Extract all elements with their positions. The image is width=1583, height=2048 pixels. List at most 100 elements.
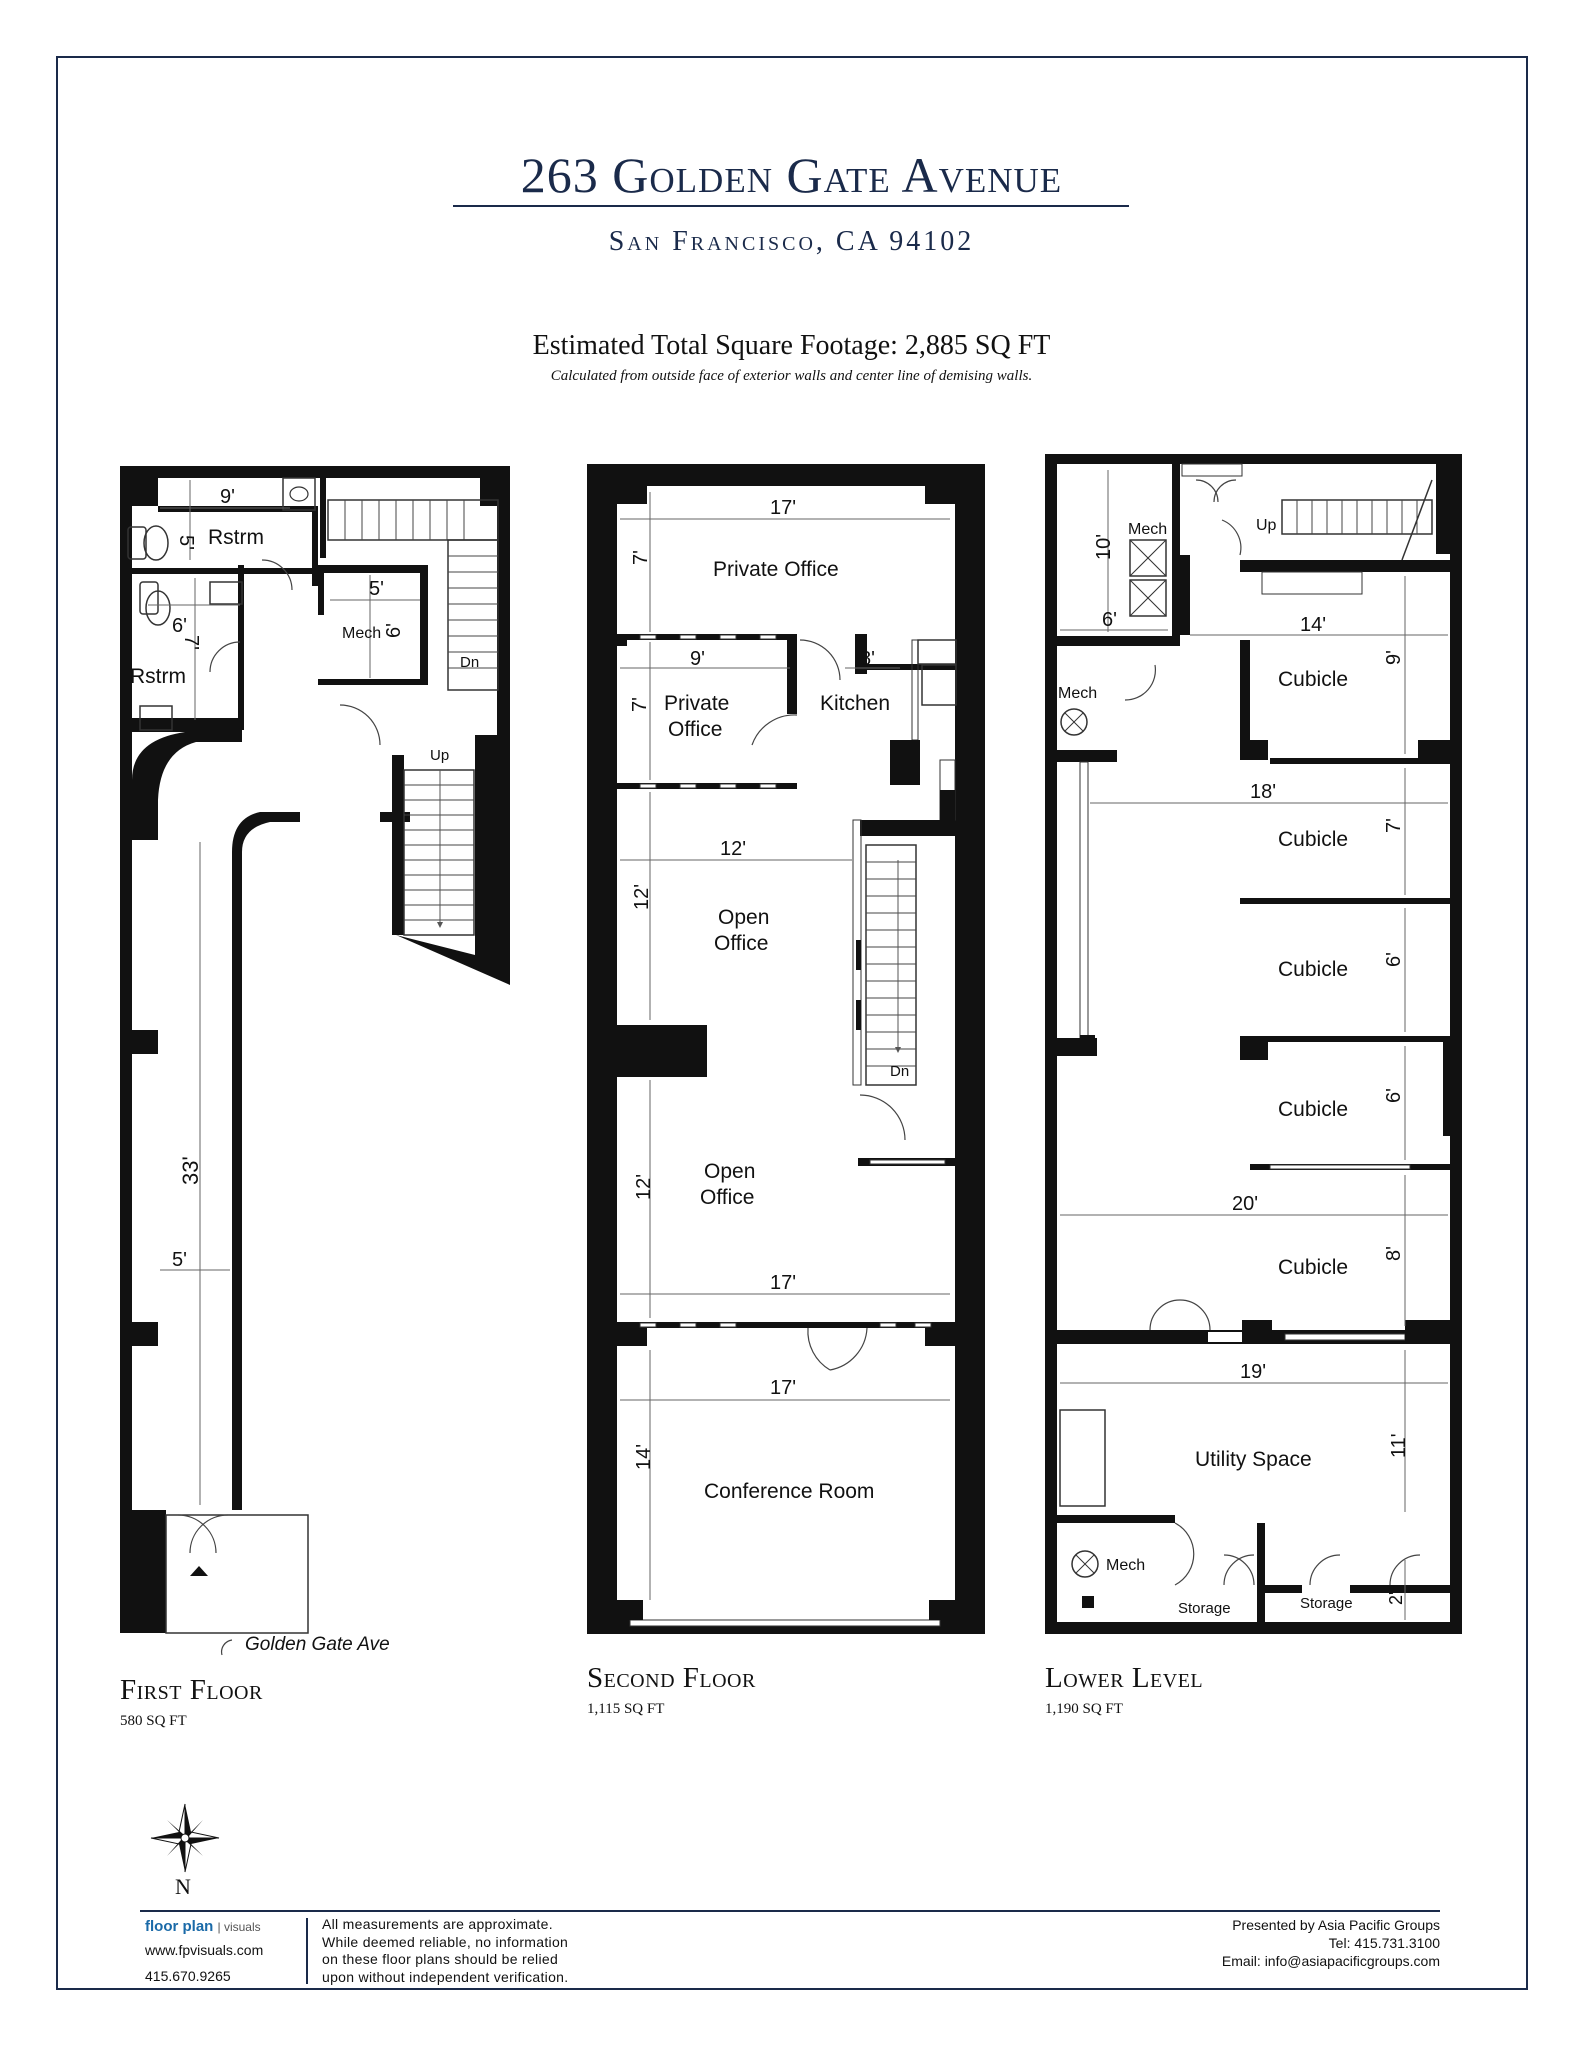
fan-icon bbox=[1071, 1550, 1099, 1578]
square-footage-note: Calculated from outside face of exterior… bbox=[550, 368, 1033, 384]
disclaimer-line: While deemed reliable, no information bbox=[322, 1933, 569, 1950]
toilet-icon bbox=[139, 581, 159, 615]
footer-divider-line bbox=[140, 1910, 1440, 1912]
lower-dim-11: 11' bbox=[1388, 1433, 1410, 1458]
kitchen-sink-icon bbox=[921, 664, 957, 706]
lower-room-cubicle-3: Cubicle bbox=[1278, 958, 1348, 981]
first-dim-6b: 6' bbox=[383, 623, 405, 638]
first-dim-5c: 5' bbox=[172, 1249, 187, 1271]
lower-dim-6c: 6' bbox=[1383, 1088, 1405, 1103]
compass-rose-icon bbox=[150, 1803, 220, 1873]
column bbox=[617, 1025, 707, 1077]
lower-room-cubicle-2: Cubicle bbox=[1278, 828, 1348, 851]
entry-vestibule bbox=[165, 1514, 309, 1634]
second-room-open-office-2b: Office bbox=[700, 1186, 754, 1209]
lower-dim-8: 8' bbox=[1383, 1246, 1405, 1261]
first-floor-label: First Floor bbox=[120, 1674, 263, 1706]
second-east-wall bbox=[955, 464, 985, 1634]
page-frame bbox=[56, 56, 1528, 1990]
lower-dim-19: 19' bbox=[1240, 1361, 1266, 1383]
lower-north-wall bbox=[1045, 454, 1460, 464]
first-room-rstrm-bottom: Rstrm bbox=[130, 665, 186, 688]
second-dim-12b: 12' bbox=[631, 884, 653, 910]
entrance-arrow-icon bbox=[190, 1566, 208, 1576]
second-room-conference: Conference Room bbox=[704, 1480, 874, 1503]
lower-room-mech-left: Mech bbox=[1058, 685, 1097, 702]
compass-north-label: N bbox=[175, 1874, 191, 1899]
first-stair-up: Up bbox=[430, 747, 449, 764]
page-title: 263 Golden Gate Avenue bbox=[520, 147, 1063, 203]
second-room-open-office-1a: Open bbox=[718, 906, 769, 929]
second-dim-14: 14' bbox=[633, 1444, 655, 1470]
second-dim-17c: 17' bbox=[770, 1377, 796, 1399]
disclaimer-line: All measurements are approximate. bbox=[322, 1916, 553, 1932]
lower-west-wall bbox=[1045, 454, 1057, 1634]
second-dim-12c: 12' bbox=[633, 1174, 655, 1200]
second-floor-plan: 17' 7' Private Office 9' 8' 7' Private O… bbox=[587, 464, 985, 1634]
brand-sub: visuals bbox=[223, 1920, 261, 1934]
sink-icon bbox=[139, 705, 173, 731]
sink-icon bbox=[209, 581, 243, 605]
lower-dim-2: 2' bbox=[1386, 1592, 1406, 1605]
total-square-footage: Estimated Total Square Footage: 2,885 SQ… bbox=[532, 330, 1051, 361]
lower-dim-10: 10' bbox=[1093, 534, 1115, 560]
lower-room-mech-top: Mech bbox=[1128, 521, 1167, 538]
lower-room-utility: Utility Space bbox=[1195, 1448, 1312, 1471]
footer-website[interactable]: www.fpvisuals.com bbox=[145, 1942, 264, 1958]
first-dim-33: 33' bbox=[178, 1156, 203, 1185]
presenter-line: Presented by Asia Pacific Groups bbox=[1232, 1917, 1440, 1933]
second-dim-17a: 17' bbox=[770, 497, 796, 519]
second-dim-17b: 17' bbox=[770, 1272, 796, 1294]
lower-dim-9: 9' bbox=[1383, 650, 1405, 665]
first-floor-area: 580 SQ FT bbox=[120, 1713, 187, 1729]
footer-disclaimer: All measurements are approximate. While … bbox=[322, 1916, 568, 1986]
lower-dim-7: 7' bbox=[1383, 818, 1405, 833]
stove-icon bbox=[917, 639, 957, 665]
address-subtitle: San Francisco, CA 94102 bbox=[608, 226, 975, 257]
second-room-open-office-2a: Open bbox=[704, 1160, 755, 1183]
second-dim-9: 9' bbox=[690, 648, 705, 670]
footer-phone: 415.670.9265 bbox=[145, 1968, 231, 1984]
lower-room-storage-1: Storage bbox=[1178, 1600, 1231, 1617]
second-stair-dn: Dn bbox=[890, 1063, 909, 1080]
presenter-email[interactable]: Email: info@asiapacificgroups.com bbox=[1221, 1953, 1440, 1969]
second-dim-7b: 7' bbox=[629, 697, 651, 712]
first-dim-7: 7' bbox=[180, 635, 202, 650]
mech-unit-icon bbox=[1129, 579, 1167, 617]
brand-name: floor plan bbox=[145, 1918, 214, 1935]
first-north-wall bbox=[120, 466, 510, 478]
disclaimer-line: upon without independent verification. bbox=[322, 1968, 569, 1985]
lower-level-area: 1,190 SQ FT bbox=[1045, 1701, 1123, 1717]
footer-brand-logo: floor plan | visuals bbox=[145, 1918, 261, 1935]
second-floor-area: 1,115 SQ FT bbox=[587, 1701, 665, 1717]
first-dim-6: 6' bbox=[172, 615, 187, 637]
lower-room-cubicle-5: Cubicle bbox=[1278, 1256, 1348, 1279]
first-street-label: Golden Gate Ave bbox=[245, 1634, 390, 1655]
second-dim-8: 8' bbox=[860, 648, 875, 670]
first-stair-dn: Dn bbox=[460, 654, 479, 671]
lower-south-wall bbox=[1045, 1622, 1462, 1634]
lower-room-mech-bottom: Mech bbox=[1106, 1557, 1145, 1574]
lower-level-plan: Mech Up 10' 6' Mech 14' Cubicle 9' 18' C… bbox=[1045, 454, 1462, 1634]
lower-dim-20: 20' bbox=[1232, 1193, 1258, 1215]
first-dim-5b: 5' bbox=[369, 578, 384, 600]
utility-sink-icon bbox=[1059, 1409, 1106, 1507]
second-room-private-office-1: Private Office bbox=[713, 558, 839, 581]
first-room-mech: Mech bbox=[342, 625, 381, 642]
disclaimer-line: on these floor plans should be relied bbox=[322, 1951, 559, 1967]
toilet-icon bbox=[127, 526, 147, 560]
lower-stair-up: Up bbox=[1256, 517, 1277, 534]
second-west-wall bbox=[587, 464, 617, 1634]
first-dim-9: 9' bbox=[220, 486, 235, 508]
second-room-private-office-2a: Private bbox=[664, 692, 729, 715]
first-dim-5: 5' bbox=[175, 535, 197, 550]
second-room-open-office-1b: Office bbox=[714, 932, 768, 955]
second-north-wall bbox=[587, 464, 985, 486]
second-room-kitchen: Kitchen bbox=[820, 692, 890, 715]
second-room-private-office-2b: Office bbox=[668, 718, 722, 741]
footer-vertical-divider bbox=[306, 1918, 308, 1984]
second-dim-7a: 7' bbox=[630, 550, 652, 565]
presenter-phone: Tel: 415.731.3100 bbox=[1328, 1935, 1440, 1951]
lower-dim-6a: 6' bbox=[1102, 609, 1117, 631]
